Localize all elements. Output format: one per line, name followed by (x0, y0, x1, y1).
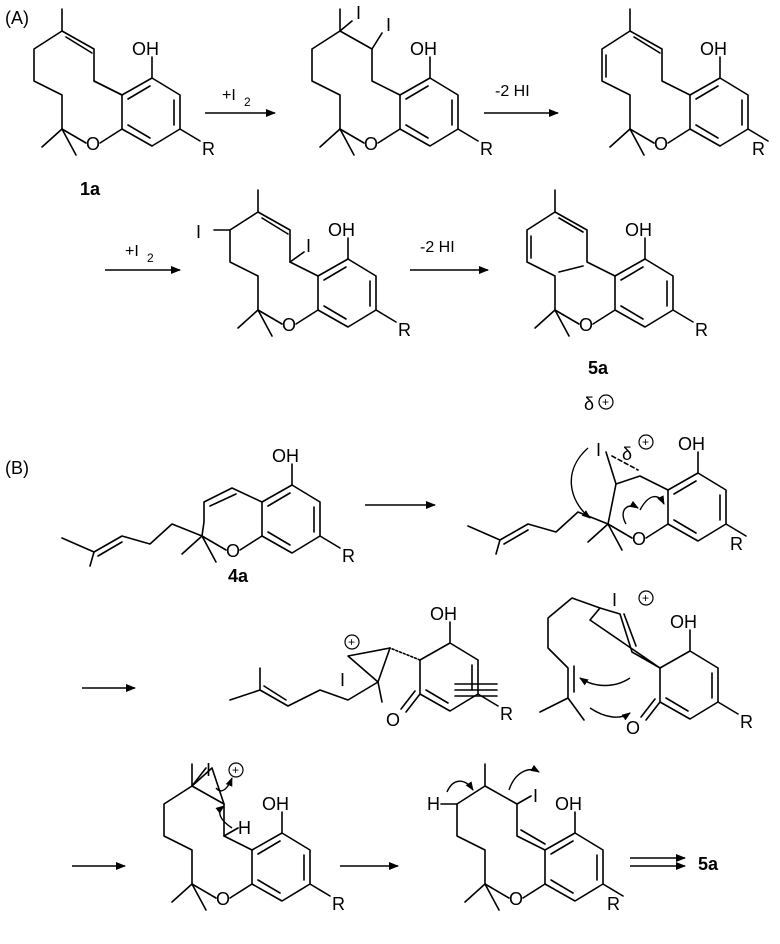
hydrogen-label: H (427, 794, 440, 814)
multistep-arrow (630, 854, 686, 870)
r-label: R (752, 139, 765, 159)
o-label: O (282, 315, 296, 335)
plus-charge: + (642, 591, 649, 605)
r-label: R (607, 894, 620, 914)
oh-label: OH (430, 604, 457, 624)
reagent-i2-subscript: 2 (244, 95, 251, 109)
o-label: O (216, 889, 230, 909)
r-label: R (500, 704, 513, 724)
reagent-i2-prefix: +I (125, 243, 139, 260)
o-label: O (226, 541, 240, 561)
r-label: R (342, 546, 355, 566)
r-label: R (332, 894, 345, 914)
compound-1a: OH O R (33, 8, 215, 159)
plus-charge: + (232, 763, 239, 777)
oh-label: OH (670, 612, 697, 632)
iodine-label: I (206, 760, 211, 780)
o-label: O (509, 889, 523, 909)
cyclized-iodonium: I H + OH O R (163, 760, 345, 914)
section-b-label: (B) (5, 458, 29, 478)
r-label: R (202, 139, 215, 159)
o-label: O (86, 134, 100, 154)
r-label: R (730, 534, 743, 554)
iodonium-complex: I δ δ + + OH O R (467, 394, 747, 555)
iodine-label: I (596, 440, 601, 460)
o-label: O (626, 718, 640, 738)
plus-charge: + (642, 435, 649, 449)
compound-4a: OH O R (61, 446, 355, 567)
oh-label: OH (700, 39, 727, 59)
oh-label: OH (328, 220, 355, 240)
o-label: O (632, 529, 646, 549)
plus-charge: + (348, 635, 355, 649)
oh-label: OH (678, 434, 705, 454)
section-a-label: (A) (5, 8, 29, 28)
reagent-elim-hi: -2 HI (495, 83, 530, 100)
iodo-alkene-intermediate: I H OH O R (427, 763, 624, 914)
reagent-i2-subscript: 2 (147, 251, 154, 265)
diene-intermediate: OH O R (601, 8, 769, 159)
hydrogen-label: H (238, 818, 251, 838)
r-label: R (480, 139, 493, 159)
diiodo-intermediate: I I OH O R (311, 3, 493, 159)
iodine-label: I (533, 786, 538, 806)
compound-5a: OH O R (526, 189, 708, 340)
folded-conformer: I + O OH R (539, 590, 753, 738)
oh-label: OH (555, 794, 582, 814)
iodine-label: I (612, 590, 617, 610)
iodine-label: I (386, 15, 391, 35)
product-label-5a: 5a (698, 854, 719, 874)
oh-label: OH (132, 39, 159, 59)
delta-label: δ (584, 394, 594, 414)
o-label: O (654, 134, 668, 154)
quinone-methide-intermediate: I + O OH R (229, 604, 513, 730)
reagent-i2-prefix: +I (222, 87, 236, 104)
compound-label-1a: 1a (80, 179, 101, 199)
compound-label-5a: 5a (588, 358, 609, 378)
o-label: O (386, 710, 400, 730)
o-label: O (364, 134, 378, 154)
oh-label: OH (625, 220, 652, 240)
oh-label: OH (262, 794, 289, 814)
compound-label-4a: 4a (228, 566, 249, 586)
iodine-label: I (196, 222, 201, 242)
r-label: R (695, 320, 708, 340)
r-label: R (740, 712, 753, 732)
iodine-label: I (306, 236, 311, 256)
plus-charge: + (602, 395, 609, 409)
delta-label: δ (622, 444, 632, 464)
iodine-label: I (340, 670, 345, 690)
o-label: O (579, 315, 593, 335)
equivalence-sign (454, 683, 498, 697)
diiodo-diene-intermediate: I I OH O R (196, 189, 411, 340)
oh-label: OH (410, 39, 437, 59)
r-label: R (398, 320, 411, 340)
reagent-elim-hi: -2 HI (420, 239, 455, 256)
iodine-label: I (356, 3, 361, 23)
oh-label: OH (272, 446, 299, 466)
